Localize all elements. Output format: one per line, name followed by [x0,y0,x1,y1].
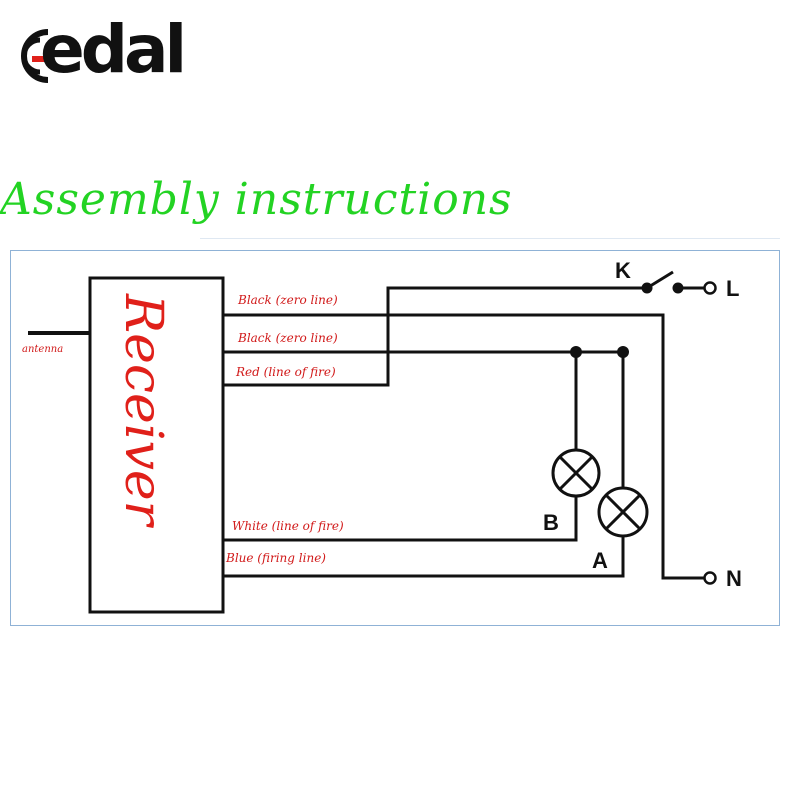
switch-k-icon [641,270,717,295]
wire-black-top [223,286,645,387]
terminal-n-icon [703,571,717,585]
label-n: N [726,566,742,591]
junction-dot [570,346,582,358]
label-k: K [615,258,631,283]
label-wire-red: Red (line of fire) [235,365,336,379]
receiver-box [88,276,225,614]
label-b: B [543,510,559,535]
diagram-frame [10,250,780,626]
logo-arc-icon [21,29,54,83]
label-wire-blue: Blue (firing line) [225,551,326,565]
wire-white [223,496,578,542]
lamp-a-icon [597,486,649,538]
lamp-b-icon [551,448,601,498]
brand-logo: edal [14,14,187,86]
title-separator [200,238,780,239]
antenna-label: antenna [22,344,63,355]
label-l: L [726,276,739,301]
label-a: A [592,548,608,573]
label-wire-black-mid: Black (zero line) [237,331,338,345]
wire-black-mid [223,313,705,580]
receiver-label: Receiver [113,293,173,529]
label-wire-white: White (line of fire) [232,519,344,533]
label-wire-black-top: Black (zero line) [237,293,338,307]
logo-text: edal [40,11,187,88]
logo-red-bar [32,56,54,62]
junction-dot [617,346,629,358]
page-title: Assembly instructions [0,174,513,225]
wire-blue [223,537,625,578]
